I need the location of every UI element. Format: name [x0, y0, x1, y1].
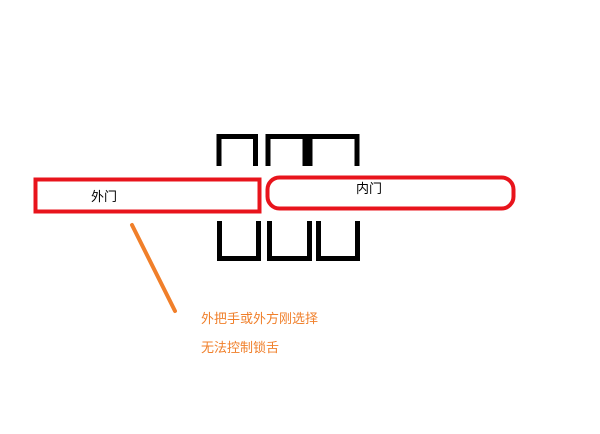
top-frame-segment-1 — [216, 134, 258, 166]
bottom-frame-segment-2 — [267, 221, 312, 261]
top-frame-segment-3 — [307, 134, 360, 166]
inner-door-box — [265, 175, 516, 211]
annotation-pointer-line — [130, 223, 177, 313]
top-frame-segments — [216, 134, 360, 166]
annotation-line-2: 无法控制锁舌 — [201, 341, 280, 356]
annotation-line-1: 外把手或外方刚选择 — [201, 312, 319, 327]
outer-door-box — [33, 177, 262, 214]
bottom-frame-segment-1 — [217, 221, 261, 261]
bottom-frame-segments — [217, 221, 360, 261]
top-frame-segment-2 — [265, 134, 308, 166]
bottom-frame-segment-3 — [316, 221, 360, 261]
inner-door-label: 内门 — [356, 182, 383, 197]
outer-door-label: 外门 — [91, 190, 118, 205]
